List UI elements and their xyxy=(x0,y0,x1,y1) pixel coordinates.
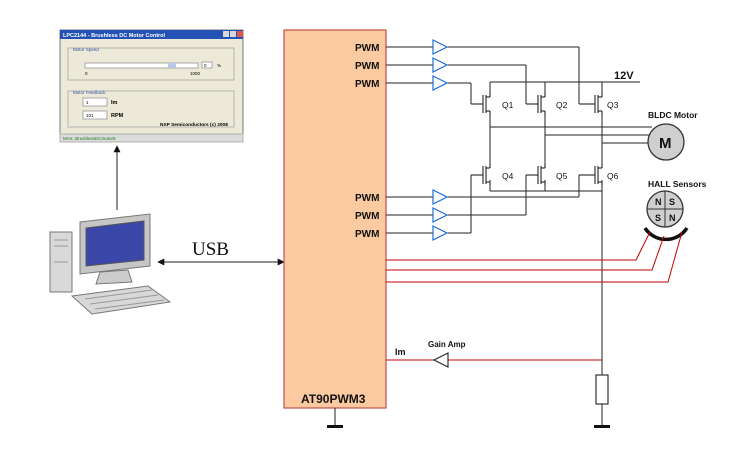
hall-pole-3: S xyxy=(655,213,661,223)
buffer-3 xyxy=(432,75,449,91)
speed-value: 0 xyxy=(204,63,207,68)
shunt-ground xyxy=(594,425,610,428)
mcu-block xyxy=(283,29,387,409)
rpm-field xyxy=(82,110,108,120)
slider-min: 0 xyxy=(85,71,88,76)
pwm-labels: PWM PWM PWM PWM PWM PWM xyxy=(355,43,379,240)
q6-label: Q6 xyxy=(607,171,619,181)
footer-text: NXP Semiconductors (c) 2008 xyxy=(160,122,228,128)
rpm-value: 101 xyxy=(86,113,94,118)
hall-signal-wires xyxy=(386,231,683,283)
buffer-2 xyxy=(432,57,449,73)
gain-amp xyxy=(432,352,449,368)
motor-label: BLDC Motor xyxy=(648,110,698,120)
pwm-wires xyxy=(386,46,580,234)
q3-label: Q3 xyxy=(607,100,619,110)
mcu-label: AT90PWM3 xyxy=(301,392,366,406)
pwm-label-3: PWM xyxy=(355,79,379,90)
buffer-6 xyxy=(432,225,449,241)
hall-sensor: N S S N xyxy=(643,190,689,242)
mosfet-q3 xyxy=(579,93,603,116)
status-text: MAX ,BrushlessDCmotor8 xyxy=(63,136,116,141)
mosfet-q1 xyxy=(471,93,491,116)
current-value: 1 xyxy=(86,100,89,105)
maximize-button[interactable] xyxy=(230,31,236,37)
window-titlebar[interactable] xyxy=(60,30,243,39)
speed-value-input[interactable] xyxy=(201,61,213,69)
q2-label: Q2 xyxy=(556,100,568,110)
pwm-buffers xyxy=(432,39,449,241)
pwm-label-1: PWM xyxy=(355,43,379,54)
gain-amp-label: Gain Amp xyxy=(428,340,466,349)
pwm-label-6: PWM xyxy=(355,229,379,240)
hall-pole-2: S xyxy=(669,197,675,207)
mcu-ground xyxy=(327,425,343,428)
buffer-4 xyxy=(432,189,449,205)
pwm-label-5: PWM xyxy=(355,211,379,222)
speed-slider[interactable] xyxy=(84,62,199,69)
mosfet-q4 xyxy=(471,164,491,186)
rpm-unit: RPM xyxy=(111,113,124,119)
hall-label: HALL Sensors xyxy=(648,179,707,189)
mosfet-q5 xyxy=(526,164,546,186)
supply-label: 12V xyxy=(614,70,634,82)
speed-group-label: Motor Speed xyxy=(73,47,99,52)
mosfet-q2 xyxy=(526,93,546,116)
slider-thumb[interactable] xyxy=(168,63,176,68)
slider-max: 1000 xyxy=(190,71,201,76)
supply-rail xyxy=(489,81,640,360)
buffer-1 xyxy=(432,39,449,55)
im-label: Im xyxy=(395,347,406,357)
q1-label: Q1 xyxy=(502,100,514,110)
q5-label: Q5 xyxy=(556,171,568,181)
current-unit: Im xyxy=(111,100,118,106)
window-title: LPC2144 - Brushless DC Motor Control xyxy=(63,33,166,39)
mosfet-q6 xyxy=(579,164,603,186)
current-field xyxy=(82,97,108,107)
usb-label: USB xyxy=(192,239,229,260)
gui-window: LPC2144 - Brushless DC Motor Control Mot… xyxy=(59,29,244,143)
feedback-group-label: Motor Feedback xyxy=(73,90,106,95)
speed-unit: % xyxy=(217,63,221,68)
pwm-label-2: PWM xyxy=(355,61,379,72)
close-button[interactable] xyxy=(237,31,243,37)
buffer-5 xyxy=(432,207,449,223)
motor-letter: M xyxy=(659,135,672,152)
hall-pole-4: N xyxy=(669,213,676,223)
phase-wires xyxy=(489,116,652,191)
minimize-button[interactable] xyxy=(223,31,229,37)
motor-symbol xyxy=(647,123,685,161)
computer-icon xyxy=(49,213,172,315)
q4-label: Q4 xyxy=(502,171,514,181)
pwm-label-4: PWM xyxy=(355,193,379,204)
shunt-resistor xyxy=(595,374,609,405)
hall-pole-1: N xyxy=(655,197,662,207)
